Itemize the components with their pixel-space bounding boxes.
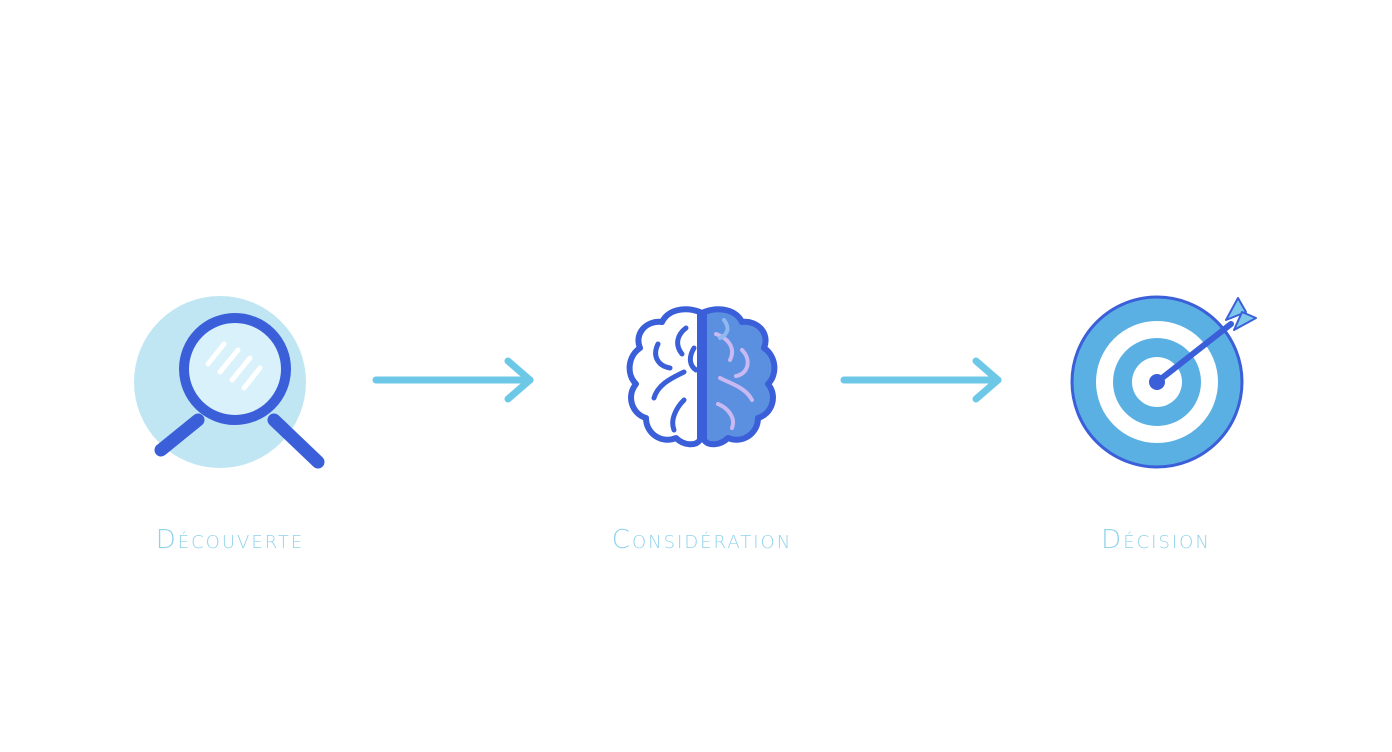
arrow-right-icon [838, 355, 1008, 409]
arrow-right-icon [370, 355, 540, 409]
target-icon [1066, 290, 1266, 475]
magnifying-glass-icon [128, 292, 338, 472]
step-label-consideration: Considération [611, 525, 793, 555]
step-label-decision: Décision [1101, 525, 1211, 555]
brain-icon [624, 304, 780, 450]
step-label-decouverte: Découverte [155, 525, 305, 555]
